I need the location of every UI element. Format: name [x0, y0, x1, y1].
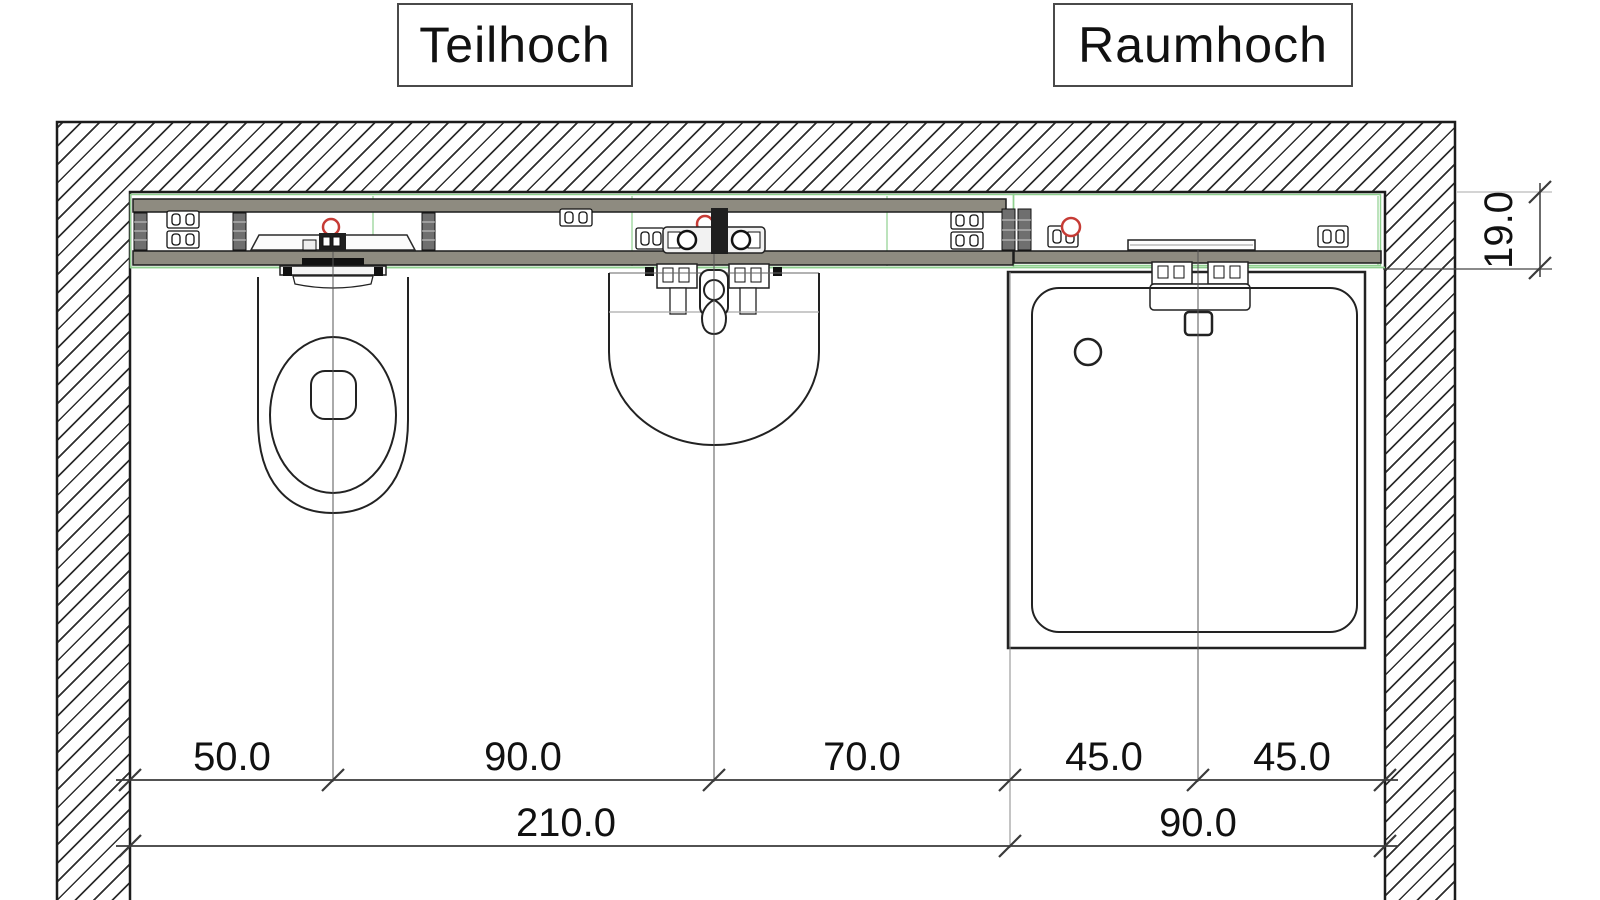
depth-dimension: 19.0	[1383, 180, 1552, 280]
label-teilhoch: Teilhoch	[397, 3, 633, 87]
dim-label-45b: 45.0	[1253, 735, 1331, 779]
dimension-row-1: 50.0 90.0 70.0 45.0 45.0	[116, 735, 1398, 792]
teilhoch-text: Teilhoch	[419, 17, 611, 73]
dimension-ticks	[118, 834, 1397, 858]
dim-label-90b: 90.0	[1159, 801, 1237, 845]
outlet-box	[950, 211, 984, 250]
faucet-supply	[711, 208, 728, 254]
dim-label-90: 90.0	[484, 735, 562, 779]
dim-label-70: 70.0	[823, 735, 901, 779]
pipe-marker	[321, 217, 341, 237]
outlet-box	[166, 210, 200, 249]
dim-label-45a: 45.0	[1065, 735, 1143, 779]
outlet-boxes	[166, 208, 1349, 250]
valve	[730, 229, 752, 251]
pipe-marker	[1060, 216, 1082, 238]
stud	[133, 212, 148, 251]
centerlines	[332, 250, 1199, 848]
dim-label-50: 50.0	[193, 735, 271, 779]
outlet-box	[559, 208, 593, 227]
wall-outline	[55, 120, 1457, 900]
shower-tray-top-view	[1006, 239, 1367, 650]
dim-label-210: 210.0	[516, 801, 616, 845]
dimension-row-2: 210.0 90.0	[116, 801, 1398, 858]
tray-inner-edge	[1031, 287, 1358, 633]
valve	[676, 229, 698, 251]
dim-label-depth: 19.0	[1477, 191, 1521, 269]
stud	[232, 212, 247, 251]
outlet-box	[1317, 225, 1349, 248]
outlet-box	[635, 227, 665, 250]
studs	[133, 208, 1032, 251]
label-raumhoch: Raumhoch	[1053, 3, 1353, 87]
raumhoch-text: Raumhoch	[1078, 17, 1328, 73]
stud	[421, 212, 436, 251]
drain-hole	[1073, 337, 1103, 367]
stud-pair	[1001, 208, 1032, 251]
dimension-ticks	[118, 768, 1397, 792]
